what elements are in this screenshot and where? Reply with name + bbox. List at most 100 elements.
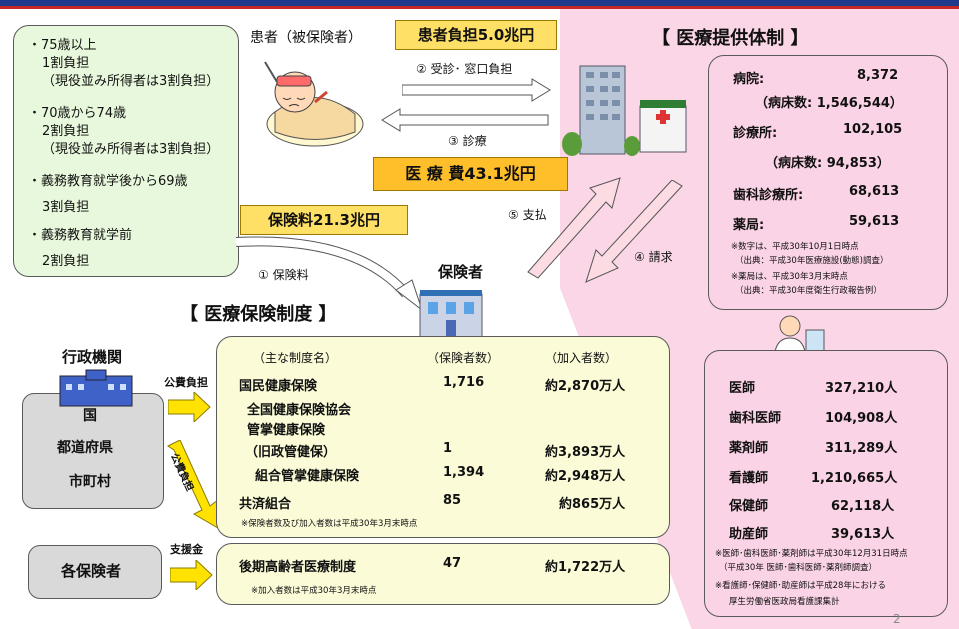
treatment-label: ③ 診療 (448, 134, 487, 148)
facility-beds: （病床数: 1,546,544） (755, 96, 903, 111)
table-header: （保険者数） (427, 351, 500, 365)
admin-box: 国 都道府県 市町村 (22, 393, 164, 509)
facility-value: 8,372 (857, 68, 899, 83)
copay-line: 3割負担 (42, 200, 90, 215)
staff-value: 62,118人 (831, 499, 895, 514)
admin-item: 市町村 (69, 474, 111, 490)
support-arrow (170, 560, 213, 590)
staff-value: 39,613人 (831, 527, 895, 542)
facility-note: ※数字は、平成30年10月1日時点 (731, 242, 859, 252)
system-name: （旧政管健保） (245, 445, 337, 460)
staff-note: ※医師･歯科医師･薬剤師は平成30年12月31日時点 (715, 549, 908, 559)
page-number: 2 (893, 612, 901, 626)
staff-name: 医師 (729, 381, 756, 396)
system-members: 約3,893万人 (545, 445, 626, 460)
insurer-label: 保険者 (438, 263, 484, 281)
facility-name: 歯科診療所: (733, 188, 804, 203)
system-count: 85 (443, 493, 462, 508)
system-note: ※保険者数及び加入者数は平成30年3月末時点 (241, 519, 418, 529)
copay-rules-box: ・75歳以上 1割負担 （現役並み所得者は3割負担） ・70歳から74歳 2割負… (13, 25, 239, 277)
staff-note: 厚生労働省医政局看護課集計 (729, 597, 840, 607)
system-name: 国民健康保険 (239, 379, 318, 394)
insurance-system-box: （主な制度名） （保険者数） （加入者数） 国民健康保険 1,716 約2,87… (216, 336, 670, 538)
facility-name: 病院: (733, 72, 765, 87)
premium-tag: 保険料21.3兆円 (240, 205, 408, 235)
system-name: 全国健康保険協会 (247, 403, 352, 418)
copay-line: 1割負担 (42, 56, 90, 71)
staff-name: 歯科医師 (729, 411, 782, 426)
copay-line: ・70歳から74歳 (28, 106, 127, 121)
facility-note: （出典：平成30年医療施設(動態)調査） (735, 256, 889, 266)
insurer-building-icon (419, 290, 483, 339)
elderly-system-box: 後期高齢者医療制度 47 約1,722万人 ※加入者数は平成30年3月末時点 (216, 543, 670, 605)
medical-cost-tag: 医 療 費43.1兆円 (373, 157, 568, 191)
facility-name: 薬局: (733, 218, 765, 233)
facility-beds: （病床数: 94,853） (765, 156, 890, 171)
treatment-arrow (381, 108, 549, 132)
facility-note: ※薬局は、平成30年3月末時点 (731, 272, 848, 282)
system-count: 1,394 (443, 465, 485, 480)
public-burden-arrow (168, 392, 211, 422)
elderly-count: 47 (443, 556, 462, 571)
system-members: 約865万人 (559, 497, 626, 512)
insurers-label: 各保険者 (61, 562, 122, 580)
staff-note: （平成30年 医師･歯科医師･薬剤師調査） (719, 563, 878, 573)
admin-title: 行政機関 (62, 348, 123, 366)
patient-burden-tag: 患者負担5.0兆円 (395, 20, 557, 50)
facilities-box: 病院: 8,372 （病床数: 1,546,544） 診療所: 102,105 … (708, 55, 948, 310)
staff-value: 104,908人 (825, 411, 898, 426)
insurers-box: 各保険者 (28, 545, 162, 599)
table-header: （主な制度名） (253, 351, 338, 365)
payment-label: ⑤ 支払 (508, 208, 547, 222)
facility-value: 59,613 (849, 214, 900, 229)
copay-line: 2割負担 (42, 124, 90, 139)
provision-title: 【 医療提供体制 】 (652, 28, 809, 49)
table-header: （加入者数） (545, 351, 618, 365)
staff-value: 1,210,665人 (811, 471, 898, 486)
staff-value: 311,289人 (825, 441, 898, 456)
top-bar (0, 0, 959, 6)
facility-note: （出典：平成30年度衛生行政報告例） (735, 286, 882, 296)
premium-label: ① 保険料 (258, 268, 309, 282)
hospital-building-icon (562, 65, 687, 156)
staff-name: 助産師 (729, 527, 769, 542)
staff-box: 医師 327,210人 歯科医師 104,908人 薬剤師 311,289人 看… (704, 350, 948, 617)
claim-arrow (585, 180, 683, 283)
staff-name: 薬剤師 (729, 441, 769, 456)
top-bar-accent (0, 6, 959, 9)
system-members: 約2,948万人 (545, 469, 626, 484)
staff-value: 327,210人 (825, 381, 898, 396)
system-count: 1,716 (443, 375, 485, 390)
facility-name: 診療所: (733, 126, 778, 141)
facility-value: 68,613 (849, 184, 900, 199)
elderly-note: ※加入者数は平成30年3月末時点 (251, 586, 377, 596)
patient-label: 患者（被保険者） (250, 30, 362, 46)
system-count: 1 (443, 441, 453, 456)
claim-label: ④ 請求 (634, 250, 673, 264)
payment-arrow (527, 177, 621, 279)
system-name: 組合管掌健康保険 (255, 469, 360, 484)
system-members: 約2,870万人 (545, 379, 626, 394)
government-building-icon (59, 369, 133, 407)
elderly-members: 約1,722万人 (545, 560, 626, 575)
system-name: 共済組合 (239, 497, 292, 512)
elderly-name: 後期高齢者医療制度 (239, 560, 357, 575)
visit-label: ② 受診･ 窓口負担 (416, 62, 513, 76)
system-name: 管掌健康保険 (247, 423, 326, 438)
admin-item: 都道府県 (57, 440, 113, 456)
sick-patient-icon (264, 61, 364, 147)
copay-line: ・75歳以上 (28, 38, 97, 53)
copay-line: （現役並み所得者は3割負担） (42, 74, 220, 89)
staff-name: 保健師 (729, 499, 769, 514)
support-label: 支援金 (170, 543, 203, 556)
visit-arrow (402, 78, 551, 102)
staff-note: ※看護師･保健師･助産師は平成28年における (715, 581, 886, 591)
copay-line: 2割負担 (42, 254, 90, 269)
admin-item: 国 (83, 408, 97, 424)
staff-name: 看護師 (729, 471, 769, 486)
public-burden-label: 公費負担 (164, 376, 208, 389)
facility-value: 102,105 (843, 122, 903, 137)
copay-line: ・義務教育就学後から69歳 (28, 174, 188, 189)
copay-line: （現役並み所得者は3割負担） (42, 142, 220, 157)
premium-arrow (236, 236, 423, 312)
